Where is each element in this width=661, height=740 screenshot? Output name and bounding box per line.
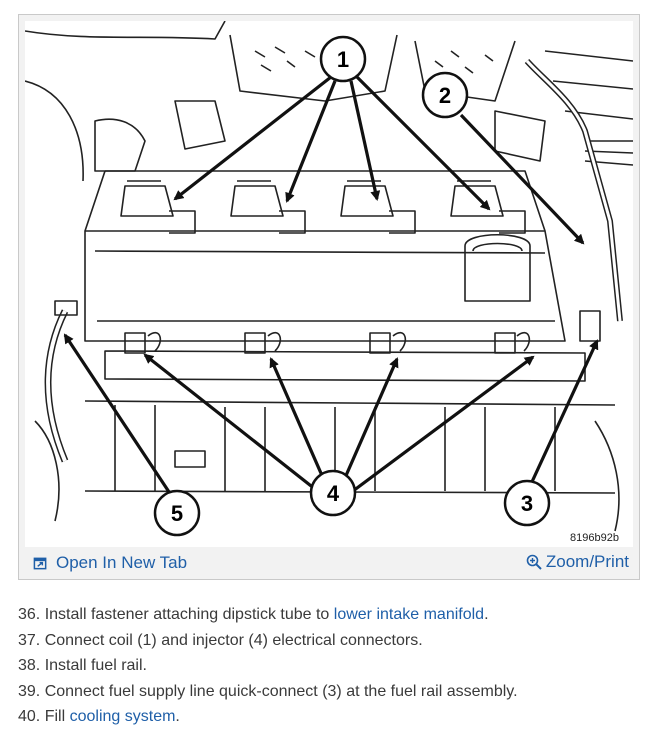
- callout-5: 5: [171, 501, 183, 526]
- step-39: 39. Connect fuel supply line quick-conne…: [18, 679, 648, 705]
- step-number: 39.: [18, 682, 41, 700]
- cooling-system-link[interactable]: cooling system: [69, 708, 176, 725]
- step-number: 37.: [18, 631, 41, 649]
- figure-toolbar: Open In New Tab Zoom/Print: [19, 549, 639, 579]
- step-text: Install fastener attaching dipstick tube…: [44, 606, 334, 623]
- step-36: 36. Install fastener attaching dipstick …: [18, 602, 648, 628]
- callout-circles: [153, 35, 551, 537]
- zoom-print-label: Zoom/Print: [545, 552, 629, 571]
- procedure-steps: 36. Install fastener attaching dipstick …: [18, 602, 648, 730]
- lower-intake-manifold-link[interactable]: lower intake manifold: [333, 606, 485, 623]
- step-punctuation: .: [175, 708, 180, 725]
- zoom-print-link[interactable]: Zoom/Print: [526, 552, 629, 572]
- engine-illustration: 1 2 3 4 5 8196b92b: [25, 21, 633, 544]
- callout-2: 2: [439, 83, 451, 108]
- callout-4: 4: [327, 481, 340, 506]
- step-40: 40. Fill cooling system.: [18, 704, 648, 730]
- open-in-new-tab-link[interactable]: Open In New Tab: [33, 553, 187, 573]
- step-number: 40.: [18, 708, 41, 725]
- step-punctuation: .: [484, 606, 489, 623]
- open-in-new-tab-label: Open In New Tab: [56, 553, 188, 572]
- step-text: Fill: [44, 708, 70, 725]
- step-38: 38. Install fuel rail.: [18, 653, 648, 679]
- callout-3: 3: [521, 491, 533, 516]
- zoom-in-icon: [526, 554, 542, 570]
- figure-card: 1 2 3 4 5 8196b92b Open In New Tab Zoom/…: [18, 14, 640, 580]
- step-number: 36.: [18, 606, 41, 623]
- engine-diagram: 1 2 3 4 5 8196b92b: [25, 21, 633, 547]
- step-37: 37. Connect coil (1) and injector (4) el…: [18, 628, 648, 654]
- step-number: 38.: [18, 657, 41, 674]
- figure-code: 8196b92b: [570, 532, 619, 544]
- step-text: Connect fuel supply line quick-connect (…: [44, 682, 518, 700]
- external-link-icon: [33, 557, 47, 569]
- callout-1: 1: [337, 47, 349, 72]
- step-text: Connect coil (1) and injector (4) electr…: [44, 631, 423, 649]
- step-text: Install fuel rail.: [44, 657, 147, 674]
